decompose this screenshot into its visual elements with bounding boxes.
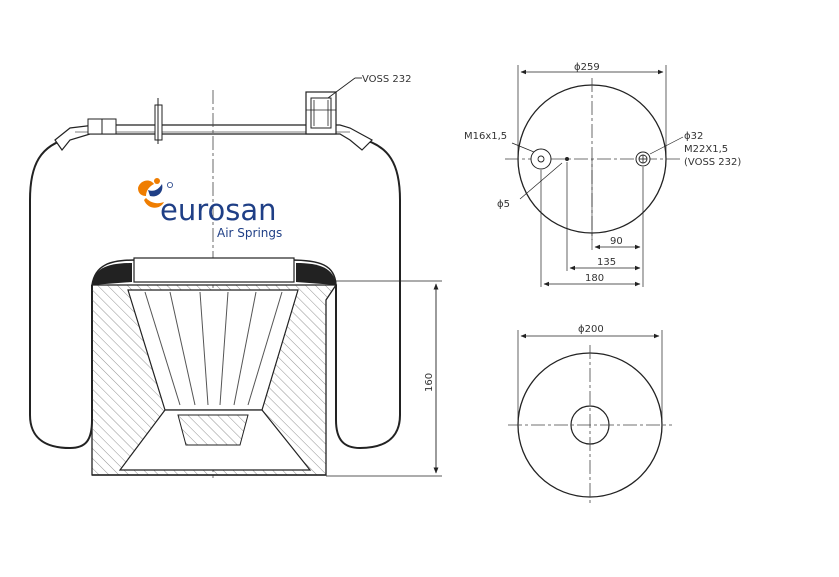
- base-diameter-label: ϕ200: [578, 324, 604, 335]
- piston-top: [91, 257, 337, 286]
- eurosan-emblem-icon: [138, 178, 173, 208]
- offset-180-label: 180: [585, 273, 604, 284]
- brand-tagline: Air Springs: [217, 226, 282, 240]
- left-port: [511, 142, 552, 170]
- center-pin-dot: [565, 157, 569, 161]
- right-port-diameter: ϕ32: [684, 131, 703, 142]
- piston-body: [91, 284, 338, 476]
- eurosan-logo: eurosan Air Springs: [138, 178, 282, 240]
- brand-name: eurosan: [160, 193, 277, 227]
- side-view: VOSS 232: [29, 74, 442, 480]
- bottom-view: ϕ200: [508, 324, 672, 505]
- height-dimension: 160: [326, 280, 442, 477]
- valve-label: VOSS 232: [362, 74, 412, 85]
- left-port-thread: M16x1,5: [464, 131, 507, 142]
- pin-diameter: ϕ5: [497, 199, 510, 210]
- top-view: ϕ259 M16x1,5 ϕ5 ϕ32 M22X1,5 (VOSS 232) 9: [464, 62, 741, 287]
- right-port-thread: M22X1,5: [684, 144, 728, 155]
- height-label: 160: [424, 373, 435, 392]
- valve-fitting: [305, 91, 337, 135]
- offset-135-label: 135: [597, 257, 616, 268]
- center-pin: [154, 98, 163, 144]
- top-diameter-label: ϕ259: [574, 62, 600, 73]
- right-port: [635, 136, 684, 167]
- right-port-note: (VOSS 232): [684, 157, 741, 168]
- offset-90-label: 90: [610, 236, 623, 247]
- bellows-outline: [29, 137, 401, 450]
- left-stud: [87, 118, 117, 135]
